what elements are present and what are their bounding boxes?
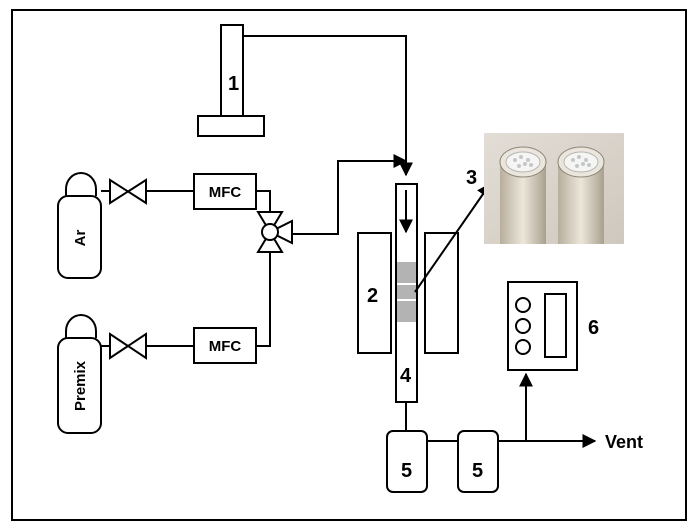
gas-cylinder-premix xyxy=(57,314,102,434)
label-2: 2 xyxy=(367,285,378,307)
label-5-second: 5 xyxy=(472,460,483,482)
unit-5-first xyxy=(386,430,428,493)
diagram-frame xyxy=(11,9,687,521)
cylinder-ar-label: Ar xyxy=(72,230,89,247)
cylinder-premix-label: Premix xyxy=(72,360,89,411)
analyzer-display xyxy=(544,293,567,358)
pointer-bed-to-photo xyxy=(414,182,491,293)
catalyst-tube-left xyxy=(499,146,547,244)
furnace-left xyxy=(357,232,392,354)
three-way-valve xyxy=(256,211,293,253)
analyzer-knob-1 xyxy=(515,297,531,313)
line-1-to-reactor xyxy=(243,35,413,177)
valve-ar xyxy=(109,178,147,205)
mfc-top-label: MFC xyxy=(209,184,242,201)
pipe-mfc-top-to-mixer xyxy=(256,190,271,215)
unit-5-second xyxy=(457,430,499,493)
catalyst-photo xyxy=(484,133,624,244)
valve-premix xyxy=(109,332,147,360)
catalyst-bed xyxy=(397,262,416,322)
pipe-mixer-to-reactor xyxy=(292,154,408,235)
mfc-bottom-label: MFC xyxy=(209,338,242,355)
catalyst-tube-right xyxy=(557,146,605,244)
vent-label: Vent xyxy=(605,432,643,452)
analyzer-knob-3 xyxy=(515,339,531,355)
label-1: 1 xyxy=(228,73,239,95)
pipe-mfc-bottom-to-mixer xyxy=(256,252,271,347)
gas-cylinder-ar xyxy=(57,172,102,279)
label-4: 4 xyxy=(400,365,412,387)
mfc-top-box xyxy=(193,173,257,210)
label-3: 3 xyxy=(466,167,477,189)
label-6: 6 xyxy=(588,317,599,339)
label-5-first: 5 xyxy=(401,460,412,482)
analyzer-knob-2 xyxy=(515,318,531,334)
component-1-stand xyxy=(197,24,265,137)
furnace-right xyxy=(424,232,459,354)
